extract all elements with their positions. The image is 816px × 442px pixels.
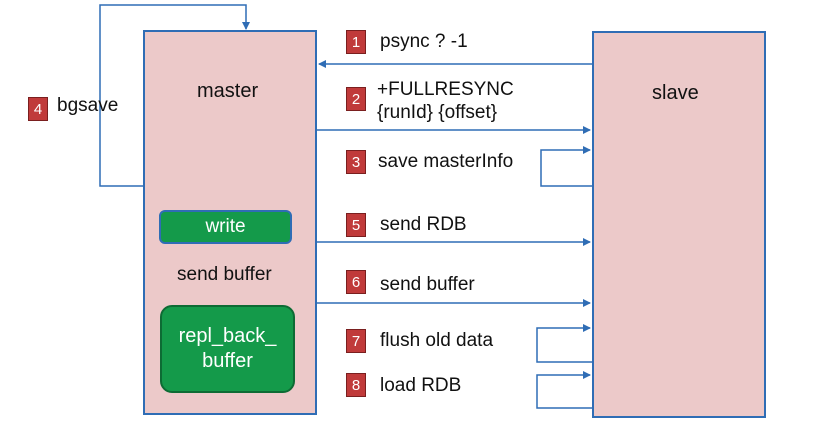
repl-buffer-line2: buffer [202,350,253,372]
bgsave-loop-arrow [99,4,250,187]
save-masterinfo-loop [540,146,592,187]
step-6-label: send buffer [380,274,475,295]
step-4-badge: 4 [28,97,48,121]
step-3-label: save masterInfo [378,151,514,172]
step-5-badge: 5 [346,213,366,237]
step-6-badge: 6 [346,270,366,294]
step-2-sublabel: {runId} {offset} [377,102,498,123]
step-8-badge: 8 [346,373,366,397]
step-8-label: load RDB [380,375,462,396]
repl-back-buffer-box: repl_back_ buffer [160,305,295,393]
step-7-badge: 7 [346,329,366,353]
step-1-badge: 1 [346,30,366,54]
step-2-label: +FULLRESYNC [377,79,514,100]
step-5-label: send RDB [380,214,467,235]
slave-box [592,31,766,418]
step-1-label: psync ? -1 [380,31,468,52]
flush-old-data-loop [536,324,592,363]
load-rdb-loop [536,371,592,409]
step-4-label: bgsave [57,95,119,116]
step-2-badge: 2 [346,87,366,111]
slave-title: slave [652,82,699,104]
step-7-label: flush old data [380,330,494,351]
repl-buffer-line1: repl_back_ [178,325,277,347]
send-buffer-label: send buffer [177,264,272,285]
step-3-badge: 3 [346,150,366,174]
master-title: master [197,80,259,102]
write-label: write [205,216,246,237]
write-box: write [159,210,292,244]
